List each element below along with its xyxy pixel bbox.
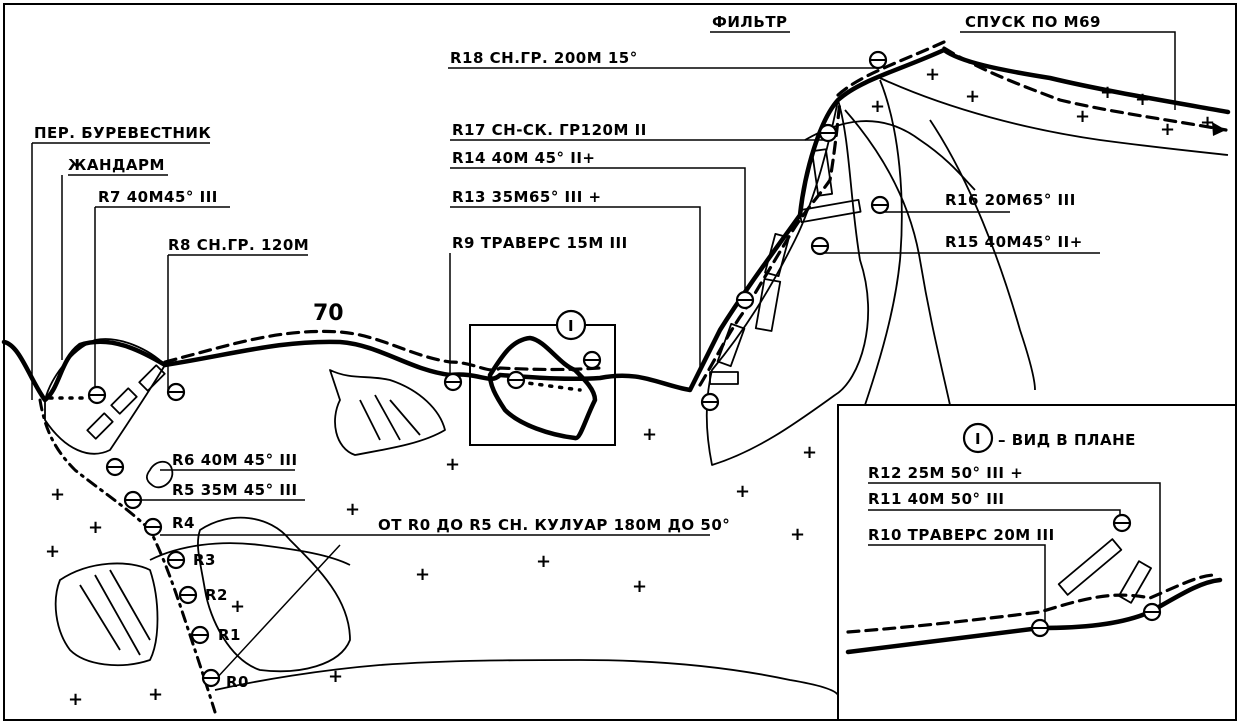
label-r18: R18 СН.ГР. 200М 15°: [450, 49, 638, 67]
label-spusk: СПУСК ПО М69: [965, 13, 1101, 31]
rock-patch-mid-lines: [359, 394, 421, 441]
svg-text:+: +: [230, 596, 245, 617]
svg-text:I: I: [568, 317, 574, 335]
lower-slope-line: [214, 659, 839, 696]
label-r8: R8 СН.ГР. 120М: [168, 236, 309, 254]
svg-text:+: +: [735, 481, 750, 502]
svg-text:+: +: [642, 424, 657, 445]
svg-text:+: +: [790, 524, 805, 545]
route-pitches-left: [86, 364, 166, 440]
route-dashed-main: [163, 329, 602, 372]
label-r1: R1: [218, 626, 241, 644]
svg-text:+: +: [1075, 106, 1090, 127]
svg-text:+: +: [1160, 119, 1175, 140]
label-70: 70: [313, 301, 344, 326]
label-r2: R2: [205, 586, 228, 604]
svg-text:+: +: [632, 576, 647, 597]
inset-pitches: [1057, 538, 1152, 604]
rock-patch-left-bottom: [54, 562, 159, 667]
label-r13: R13 35М65° III +: [452, 188, 602, 206]
svg-text:+: +: [45, 541, 60, 562]
svg-text:+: +: [445, 454, 460, 475]
route-dashed-descent: [942, 46, 1228, 132]
rock-crack-2: [864, 79, 903, 406]
inset-ridge: [845, 577, 1223, 655]
rock-patch-left-top: [44, 338, 166, 455]
descent-slope-edge: [879, 77, 1229, 156]
label-r17: R17 СН-СК. ГР120М II: [452, 121, 647, 139]
rock-patch-center-bottom: [197, 516, 351, 673]
svg-text:+: +: [415, 564, 430, 585]
label-filtr: ФИЛЬТР: [712, 13, 788, 31]
svg-text:+: +: [870, 96, 885, 117]
rock-crack-1: [844, 109, 951, 406]
rock-crack-3: [929, 119, 1036, 391]
r9-bowl: [487, 335, 598, 441]
inset-route: [846, 573, 1217, 634]
gully-edge: [149, 542, 351, 566]
label-r14: R14 40М 45° II+: [452, 149, 596, 167]
main-ridge: [1, 47, 1231, 403]
label-r0: R0: [226, 673, 249, 691]
route-dashed-upper: [836, 40, 946, 97]
label-r3: R3: [193, 551, 216, 569]
svg-text:I: I: [975, 430, 981, 448]
svg-text:+: +: [802, 442, 817, 463]
label-r4: R4: [172, 514, 195, 532]
route-dashed-face: [698, 98, 842, 387]
label-r12: R12 25М 50° III +: [868, 464, 1023, 482]
svg-text:+: +: [1135, 89, 1150, 110]
svg-text:+: +: [1100, 82, 1115, 103]
label-r15: R15 40М45° II+: [945, 233, 1083, 251]
view-marker-inset: I: [962, 422, 994, 454]
label-r16: R16 20М65° III: [945, 191, 1076, 209]
inset-title: – ВИД В ПЛАНЕ: [998, 431, 1136, 449]
label-r6: R6 40М 45° III: [172, 451, 298, 469]
svg-text:+: +: [148, 684, 163, 705]
leader-lines: [31, 31, 1176, 681]
relief-plus-marks: + + + + + + + + + + + + + + + + + + + + …: [45, 64, 1215, 710]
label-pereval: ПЕР. БУРЕВЕСТНИК: [34, 124, 211, 142]
label-r5: R5 35М 45° III: [172, 481, 298, 499]
svg-text:+: +: [88, 517, 103, 538]
inset-panel: [837, 404, 1237, 721]
label-r9: R9 ТРАВЕРС 15М III: [452, 234, 628, 252]
route-pitches-face: [709, 148, 862, 385]
outer-frame: [3, 3, 1237, 721]
rock-patch-left-bottom-lines: [79, 569, 151, 656]
rock-knot-r6: [145, 460, 174, 489]
label-kuluar: ОТ R0 ДО R5 СН. КУЛУАР 180М ДО 50°: [378, 516, 730, 534]
view-marker-main: I: [555, 309, 587, 341]
svg-text:+: +: [328, 666, 343, 687]
route-dotted-pitch1: [518, 380, 582, 392]
label-r7: R7 40М45° III: [98, 188, 218, 206]
hook-icons: [87, 50, 1162, 688]
svg-text:+: +: [50, 484, 65, 505]
svg-text:+: +: [68, 689, 83, 710]
descent-arrow: [1212, 122, 1226, 136]
svg-text:+: +: [925, 64, 940, 85]
r9-detail-frame: [469, 324, 616, 446]
label-r11: R11 40М 50° III: [868, 490, 1005, 508]
svg-text:+: +: [345, 499, 360, 520]
label-r10: R10 ТРАВЕРС 20М III: [868, 526, 1055, 544]
label-zhandarm: ЖАНДАРМ: [68, 156, 165, 174]
svg-text:+: +: [965, 86, 980, 107]
svg-text:+: +: [1200, 112, 1215, 133]
svg-text:+: +: [536, 551, 551, 572]
rock-face-outline: [705, 99, 870, 466]
rock-patch-mid: [329, 369, 446, 456]
